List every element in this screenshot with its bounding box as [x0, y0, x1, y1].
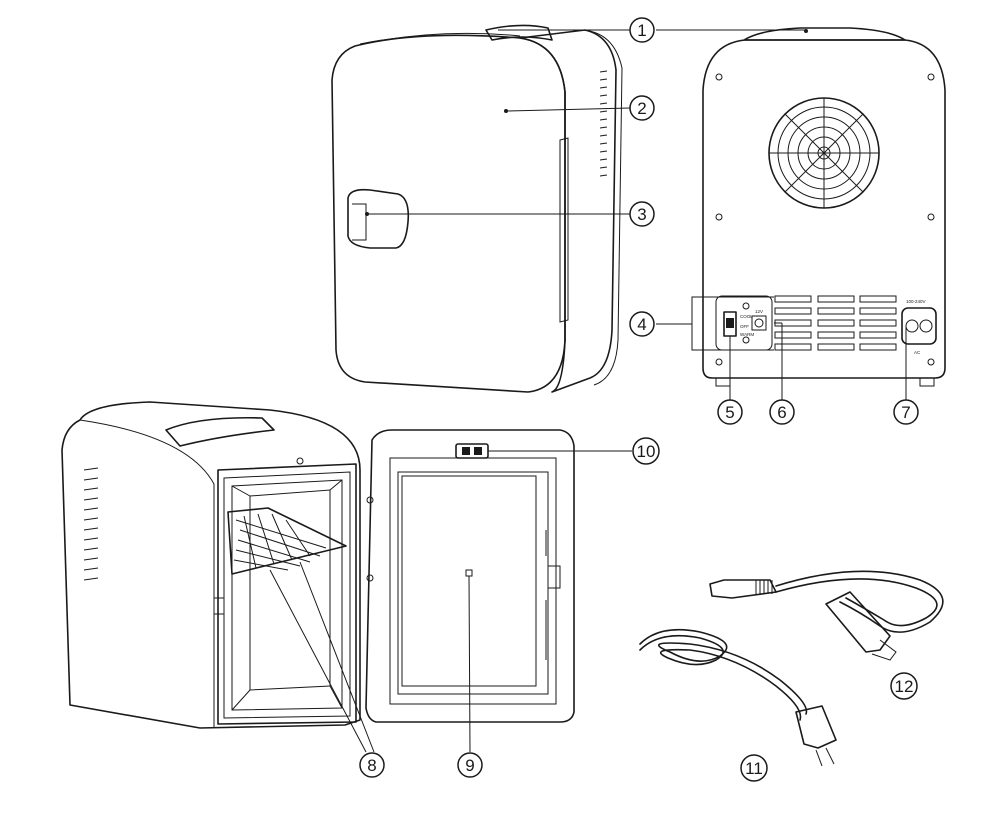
callout-5-label: 5 [725, 403, 734, 422]
side-vents [599, 70, 608, 177]
dc-car-cord [709, 570, 944, 661]
callout-8: 8 [359, 752, 385, 778]
callout-9: 9 [457, 752, 483, 778]
callout-3: 3 [629, 201, 655, 227]
callout-2: 2 [629, 95, 655, 121]
off-label: OFF [740, 324, 749, 329]
leader-lines [269, 29, 907, 753]
callout-7-label: 7 [901, 403, 910, 422]
callout-3-label: 3 [637, 205, 646, 224]
ac-label: AC [914, 350, 921, 355]
shelf [227, 507, 347, 575]
open-side-vents [83, 467, 99, 581]
back-screws [715, 73, 935, 366]
fridge-open-view [61, 401, 575, 729]
rear-vents [774, 295, 897, 351]
cord-grip [755, 580, 773, 594]
door-latch [455, 443, 489, 459]
callout-12-label: 12 [895, 677, 914, 696]
callout-11-label: 11 [745, 759, 763, 778]
fan-grille [768, 97, 880, 209]
callout-4: 4 [629, 311, 655, 337]
warm-label: WARM [740, 332, 754, 337]
ac-socket: 100-240V AC [901, 299, 937, 355]
callout-10-label: 10 [637, 442, 656, 461]
ac-voltage-label: 100-240V [906, 299, 926, 304]
callout-7: 7 [893, 399, 919, 425]
callout-5: 5 [717, 399, 743, 425]
callout-9-label: 9 [465, 756, 474, 775]
callout-1: 1 [629, 17, 655, 43]
callout-8-label: 8 [367, 756, 376, 775]
callout-11: 11 [740, 754, 768, 782]
callout-1-label: 1 [637, 21, 646, 40]
callout-12: 12 [890, 672, 918, 700]
fridge-front-view [331, 24, 623, 393]
cool-label: COOL [740, 314, 753, 319]
door-handle-front [347, 188, 410, 249]
callout-6: 6 [769, 399, 795, 425]
callout-6-label: 6 [777, 403, 786, 422]
callout-10: 10 [632, 437, 660, 465]
dc-label: 12V [755, 309, 763, 314]
ac-power-cord [639, 628, 837, 767]
callout-2-label: 2 [637, 99, 646, 118]
fridge-back-view: COOL OFF WARM 12V 100-240V AC [702, 27, 946, 387]
control-panel: COOL OFF WARM 12V [715, 295, 773, 351]
callout-4-label: 4 [637, 315, 646, 334]
